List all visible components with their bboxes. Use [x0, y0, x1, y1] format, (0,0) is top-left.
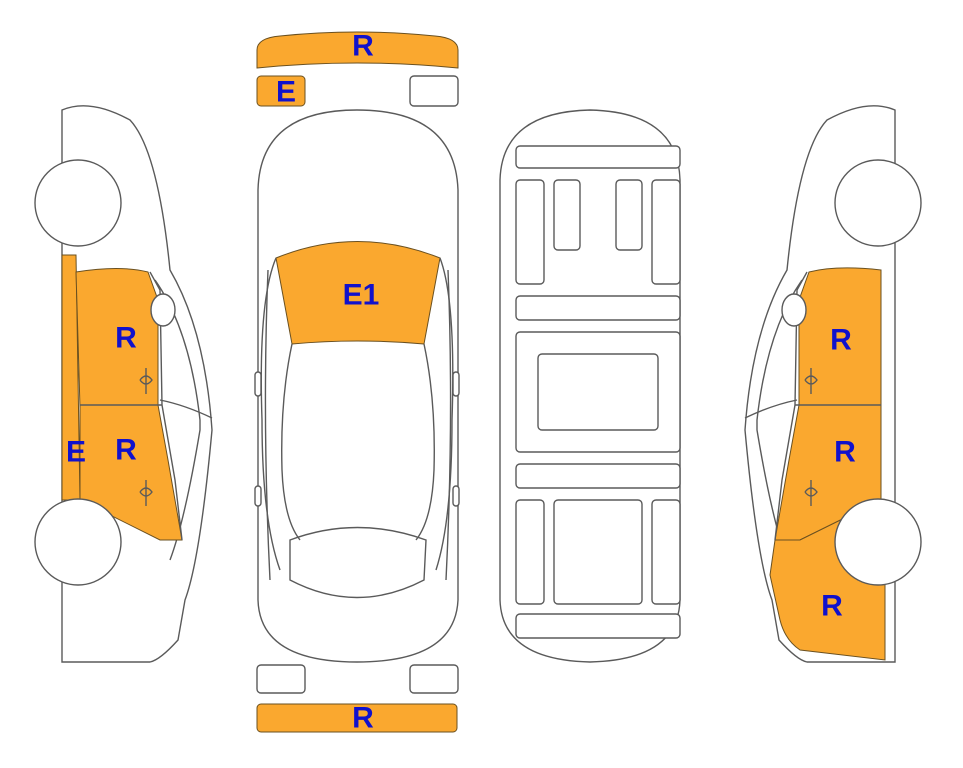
top-view-right-pillar — [435, 257, 454, 571]
top-view-rear-window — [289, 526, 427, 599]
left-front-door-panel — [75, 268, 159, 409]
underbody-center-panel — [537, 353, 659, 431]
rear-bumper-label: R — [352, 702, 374, 735]
left-rear-door-handle-icon — [139, 480, 153, 506]
underbody-front-bar — [515, 145, 681, 169]
right-side-mirror-oval — [781, 293, 807, 327]
front-right-corner-panel — [409, 75, 459, 107]
underbody-front-left-rail — [515, 179, 545, 285]
left-front-wheel — [34, 159, 122, 247]
left-door-frame — [80, 271, 183, 541]
front-bumper-label: R — [352, 30, 374, 63]
left-front-door-handle-icon — [139, 368, 153, 394]
left-rear-door-label: R — [115, 434, 137, 467]
front-left-corner-panel — [256, 75, 306, 107]
left-rear-wheel — [34, 498, 122, 586]
right-rear-wheel — [834, 498, 922, 586]
top-view-right-inner — [415, 343, 435, 541]
left-front-door-label: R — [115, 322, 137, 355]
underbody-rear-bar — [515, 613, 681, 639]
left-side-mirror — [159, 399, 213, 419]
top-view-right-mirror — [452, 371, 460, 397]
top-view-body — [257, 109, 459, 663]
underbody-mid-rear-bar — [515, 463, 681, 489]
front-left-corner-label: E — [276, 76, 296, 109]
top-view-right-handle — [452, 485, 460, 507]
hood-label: E1 — [343, 279, 380, 312]
underbody-front-right-inner — [615, 179, 643, 251]
right-front-door-label: R — [830, 324, 852, 357]
right-rear-quarter-label: R — [821, 590, 843, 623]
right-front-door-handle-icon — [804, 368, 818, 394]
front-bumper-panel — [256, 31, 459, 69]
underbody-rear-right-rail — [651, 499, 681, 605]
right-side-view: R R R — [744, 105, 922, 663]
right-side-mirror — [744, 399, 798, 419]
right-rear-door-label: R — [834, 436, 856, 469]
right-rear-door-handle-icon — [804, 480, 818, 506]
right-front-wheel — [834, 159, 922, 247]
top-view-left-edge — [264, 269, 271, 581]
left-side-view: R R E — [34, 105, 213, 663]
left-rocker-label: E — [66, 436, 86, 469]
rear-left-corner-panel — [256, 664, 306, 694]
left-side-mirror-oval — [150, 293, 176, 327]
underbody-front-right-rail — [651, 179, 681, 285]
underbody-rear-center — [553, 499, 643, 605]
right-door-frame — [774, 271, 881, 541]
top-view-right-edge — [445, 269, 452, 581]
top-view-left-inner — [281, 343, 301, 541]
top-view-left-mirror — [254, 371, 262, 397]
underbody-front-left-inner — [553, 179, 581, 251]
right-front-door-panel — [798, 267, 882, 409]
top-view: R E E1 R — [254, 30, 460, 735]
underbody-view — [499, 109, 681, 663]
rear-bumper-panel — [256, 703, 458, 733]
underbody-mid-front-bar — [515, 295, 681, 321]
top-view-left-handle — [254, 485, 262, 507]
rear-right-corner-panel — [409, 664, 459, 694]
underbody-rear-left-rail — [515, 499, 545, 605]
